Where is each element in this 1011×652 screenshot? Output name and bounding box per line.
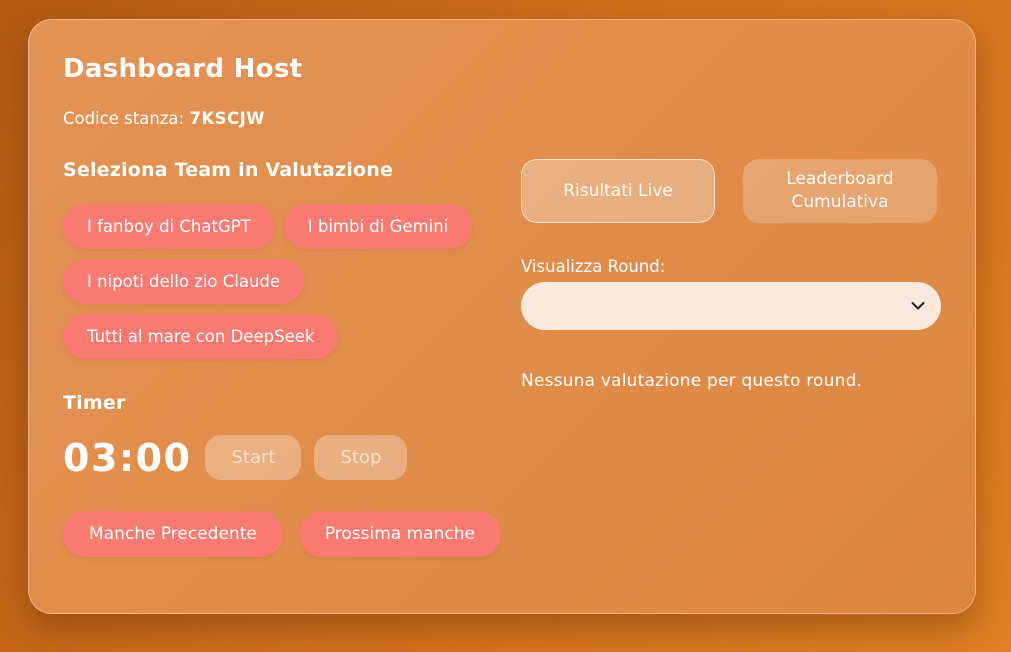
team-section-heading: Seleziona Team in Valutazione — [63, 159, 394, 181]
timer-row: 03:00 Start Stop — [63, 435, 521, 480]
team-button-fanboy-chatgpt[interactable]: I fanboy di ChatGPT — [63, 204, 275, 249]
start-button[interactable]: Start — [205, 435, 302, 480]
round-nav-row: Manche Precedente Prossima manche — [63, 511, 521, 557]
room-code-label: Codice stanza: — [63, 109, 190, 128]
team-button-mare-deepseek[interactable]: Tutti al mare con DeepSeek — [63, 314, 339, 359]
round-select-label: Visualizza Round: — [521, 257, 666, 276]
right-column: Risultati Live Leaderboard Cumulativa Vi… — [521, 159, 941, 557]
timer-display: 03:00 — [63, 435, 192, 480]
team-button-group: I fanboy di ChatGPT I bimbi di Gemini I … — [63, 204, 508, 359]
host-dashboard-card: Dashboard Host Codice stanza: 7KSCJW Sel… — [28, 19, 976, 614]
dashboard-columns: Seleziona Team in Valutazione I fanboy d… — [63, 159, 941, 557]
previous-round-button[interactable]: Manche Precedente — [63, 511, 283, 557]
room-code-line: Codice stanza: 7KSCJW — [63, 109, 941, 128]
tab-risultati-live[interactable]: Risultati Live — [521, 159, 715, 223]
page-title: Dashboard Host — [63, 54, 303, 84]
results-tabs: Risultati Live Leaderboard Cumulativa — [521, 159, 941, 223]
team-button-bimbi-gemini[interactable]: I bimbi di Gemini — [283, 204, 473, 249]
next-round-button[interactable]: Prossima manche — [298, 511, 501, 557]
empty-round-message: Nessuna valutazione per questo round. — [521, 371, 863, 391]
tab-leaderboard-cumulativa[interactable]: Leaderboard Cumulativa — [743, 159, 937, 223]
stop-button[interactable]: Stop — [314, 435, 408, 480]
round-select-wrap — [521, 282, 941, 330]
timer-heading: Timer — [63, 392, 126, 414]
room-code-value: 7KSCJW — [189, 109, 265, 128]
round-select[interactable] — [521, 282, 941, 330]
left-column: Seleziona Team in Valutazione I fanboy d… — [63, 159, 521, 557]
team-button-nipoti-claude[interactable]: I nipoti dello zio Claude — [63, 259, 305, 304]
